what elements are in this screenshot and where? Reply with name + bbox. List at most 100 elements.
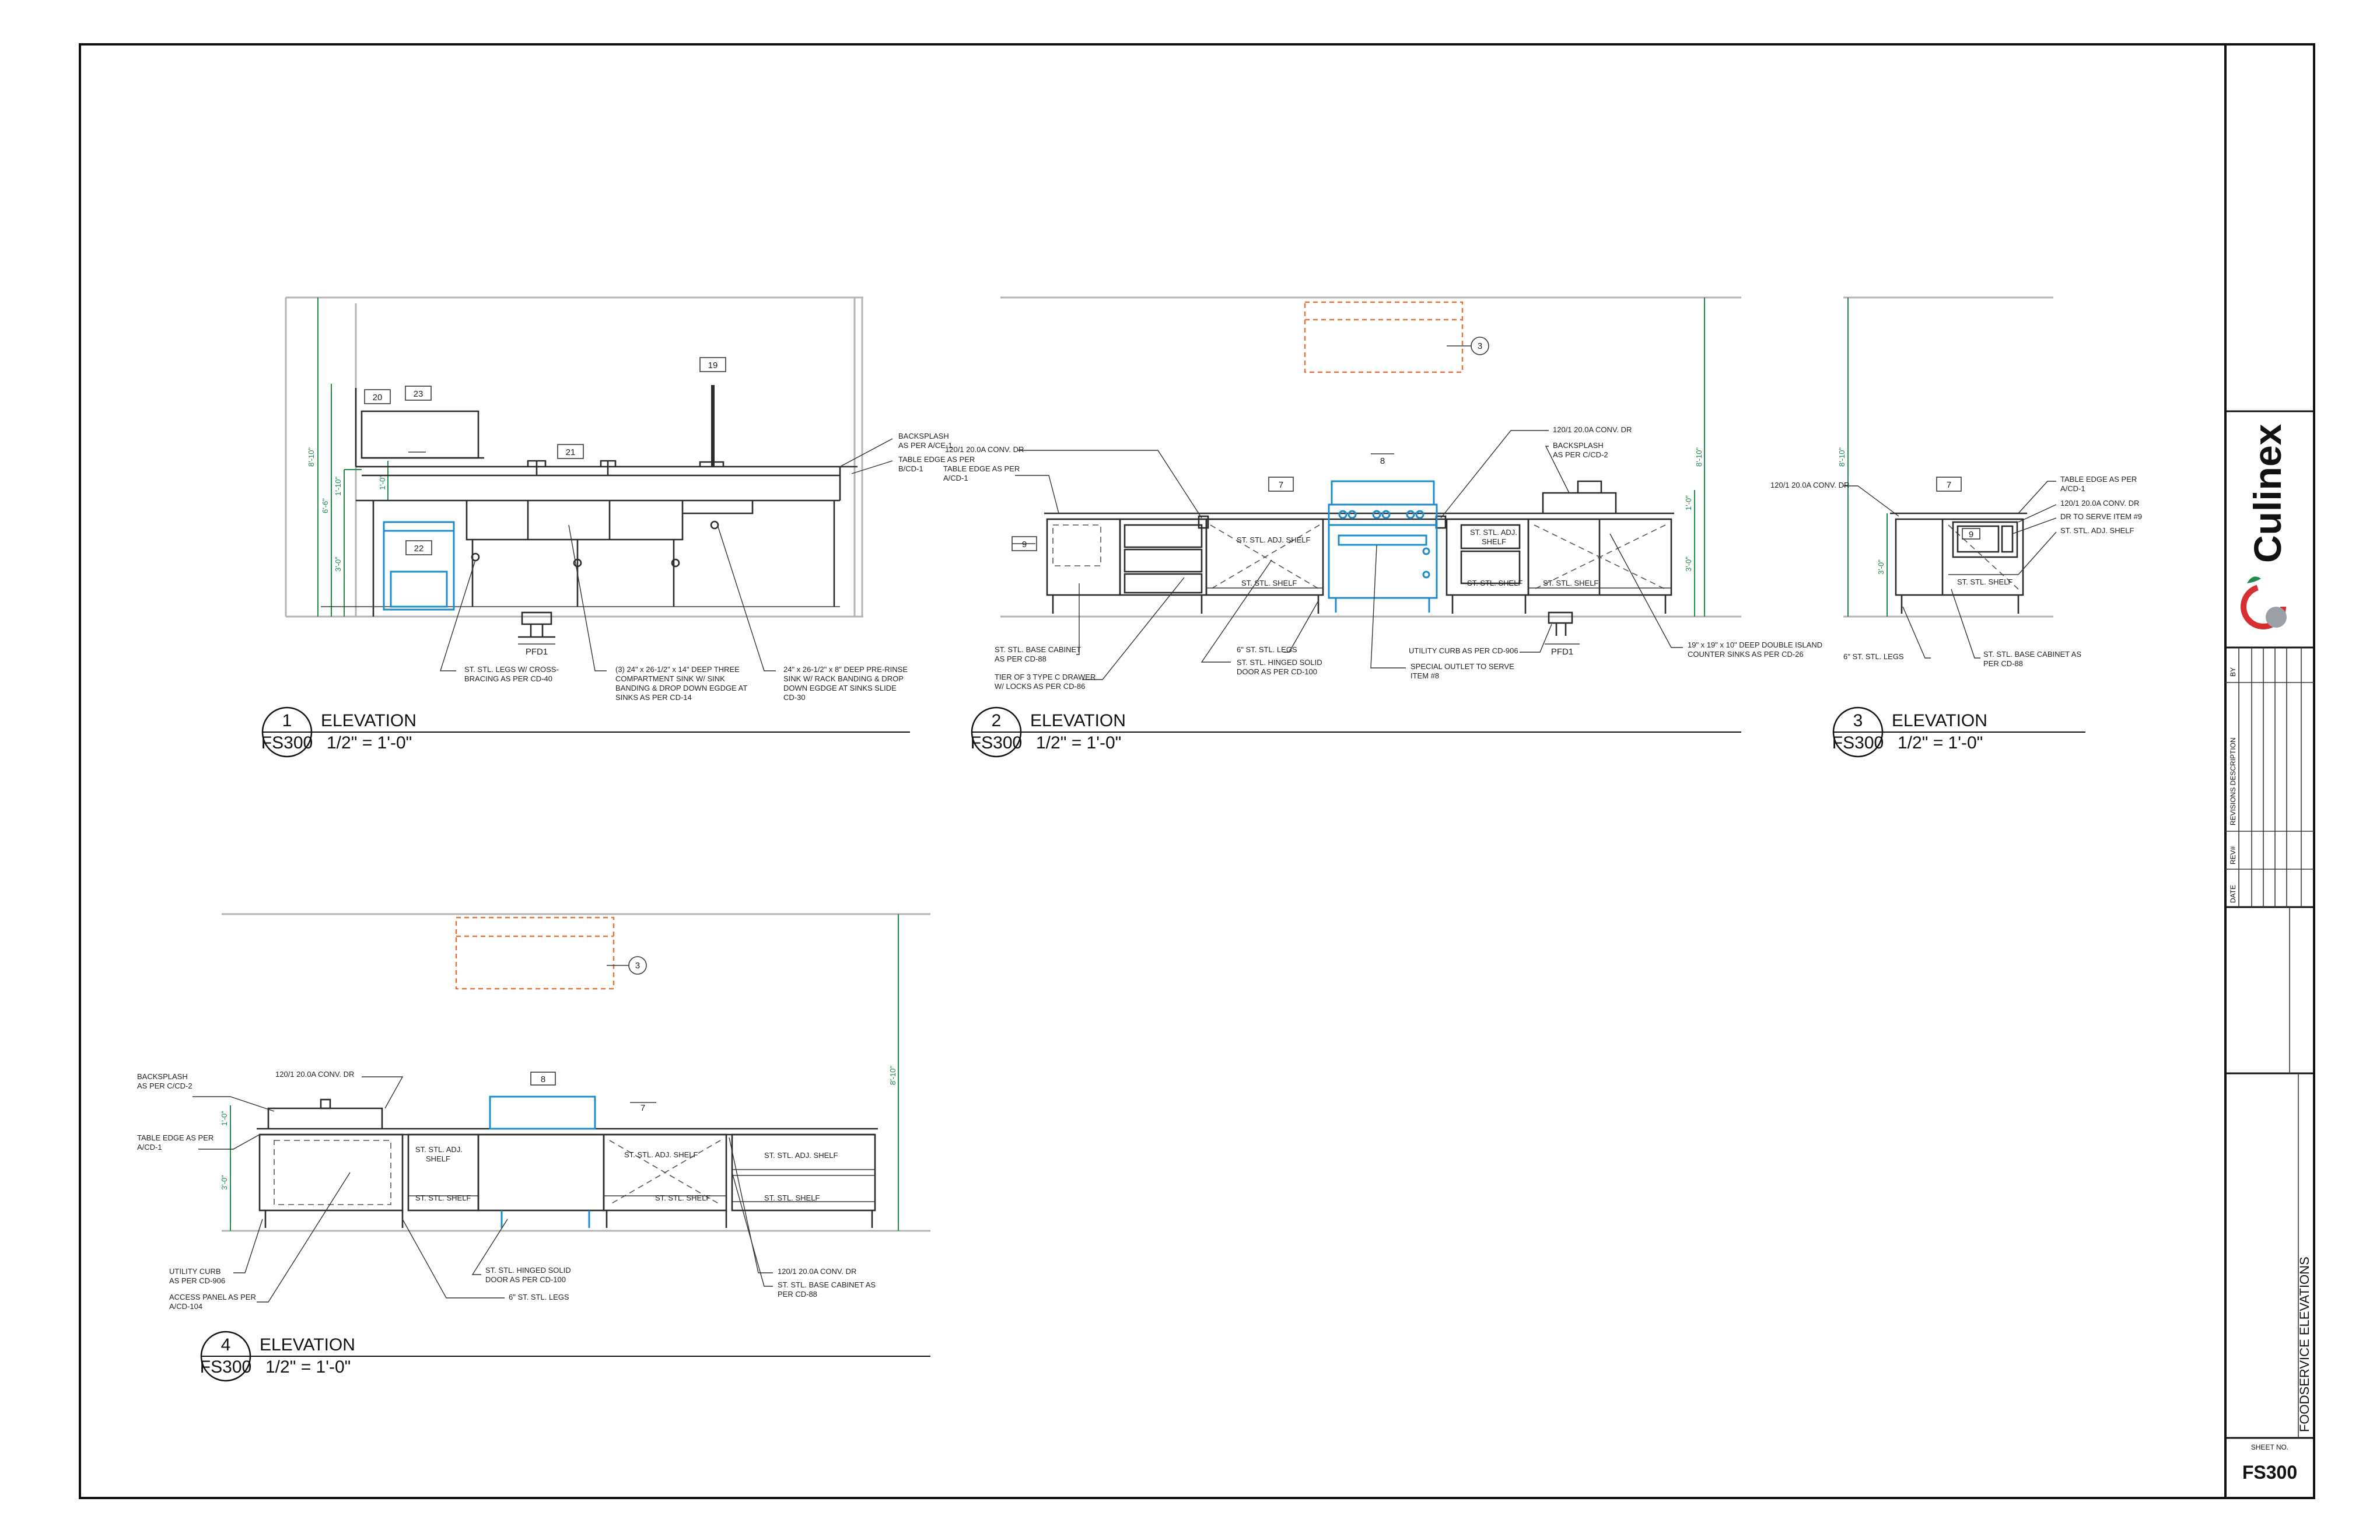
tag-7: 7 [640,1103,645,1113]
svg-text:A/CD-1: A/CD-1 [943,474,968,482]
notes: 120/1 20.0A CONV. DR TABLE EDGE AS PER A… [1770,475,2142,668]
svg-text:1/2" = 1'-0": 1/2" = 1'-0" [1036,733,1121,752]
svg-text:AS PER CD-906: AS PER CD-906 [169,1276,225,1285]
svg-text:ST. STL. SHELF: ST. STL. SHELF [1241,579,1297,587]
tag-23: 23 [414,389,424,399]
exhaust-hood: 3 [455,916,647,990]
svg-text:ST. STL. SHELF: ST. STL. SHELF [1543,579,1598,587]
svg-text:AS PER A/CE-1: AS PER A/CE-1 [898,441,952,450]
svg-text:SINK W/ RACK BANDING & DROP: SINK W/ RACK BANDING & DROP [783,674,904,683]
svg-text:BACKSPLASH: BACKSPLASH [137,1072,188,1081]
tag-7: 7 [1279,480,1283,490]
svg-text:ST. STL. ADJ. SHELF: ST. STL. ADJ. SHELF [764,1151,838,1160]
elevation-sheet: FS300 [261,733,313,752]
svg-text:COMPARTMENT SINK W/ SINK: COMPARTMENT SINK W/ SINK [615,674,725,683]
svg-text:ELEVATION: ELEVATION [1030,711,1126,730]
svg-text:FS300: FS300 [971,733,1022,752]
tag-9: 9 [1969,530,1973,540]
dim-overall-height: 8'-10" [307,447,316,467]
svg-text:8'-10": 8'-10" [1695,447,1703,467]
svg-text:120/1 20.0A CONV. DR: 120/1 20.0A CONV. DR [275,1070,354,1079]
svg-text:TABLE EDGE AS PER: TABLE EDGE AS PER [2060,475,2137,484]
notes: BACKSPLASH AS PER A/CE-1 TABLE EDGE AS P… [440,432,975,702]
floor-drain-label: PFD1 [526,647,548,657]
dimension-lines: 8'-10" 6'-6" 1'-10" 1'-0" 3'-0" [307,298,388,617]
notes: 120/1 20.0A CONV. DR TABLE EDGE AS PER A… [943,425,1822,691]
culinex-logo: Culinex [2241,424,2289,629]
elevation-1: 8'-10" 6'-6" 1'-10" 1'-0" 3'-0" [261,296,975,758]
elevation-4-title: 4 FS300 ELEVATION 1/2" = 1'-0" [200,1331,930,1382]
svg-text:120/1 20.0A CONV. DR: 120/1 20.0A CONV. DR [945,445,1024,454]
tag-3: 3 [635,961,640,971]
elevation-number: 1 [282,711,292,730]
rev-date-header: DATE [2229,885,2237,903]
svg-text:TABLE EDGE AS PER: TABLE EDGE AS PER [898,455,975,464]
elevation-4: 3 8'-10" 1'-0" 3'-0" [137,913,930,1382]
svg-text:TIER OF 3 TYPE C DRAWER: TIER OF 3 TYPE C DRAWER [995,673,1096,681]
equipment-tags: 9 7 8 [1012,453,1394,551]
svg-text:ST. STL. ADJ.: ST. STL. ADJ. [415,1145,463,1154]
elevation-scale: 1/2" = 1'-0" [327,733,412,752]
svg-text:W/ LOCKS AS PER CD-86: W/ LOCKS AS PER CD-86 [995,682,1085,691]
dishtable [321,385,858,617]
svg-text:ELEVATION: ELEVATION [260,1335,355,1354]
floor-drain: PFD1 [518,611,555,657]
svg-text:ST. STL. HINGED SOLID: ST. STL. HINGED SOLID [1237,658,1322,667]
dimension-lines: 8'-10" 3'-0" [1838,298,1888,617]
svg-text:8'-10": 8'-10" [888,1065,897,1085]
svg-text:24" x 26-1/2" x 8" DEEP PRE-RI: 24" x 26-1/2" x 8" DEEP PRE-RINSE [783,665,908,674]
svg-text:ST. STL. SHELF: ST. STL. SHELF [1957,578,2013,586]
notes: BACKSPLASH AS PER C/CD-2 120/1 20.0A CON… [137,1070,876,1311]
svg-text:120/1 20.0A CONV. DR: 120/1 20.0A CONV. DR [778,1267,856,1276]
svg-text:ST. STL. SHELF: ST. STL. SHELF [415,1194,471,1202]
svg-text:ST. STL. HINGED SOLID: ST. STL. HINGED SOLID [485,1266,571,1275]
elevation-title: ELEVATION [321,711,416,730]
tag-7: 7 [1947,480,1951,490]
brand-name: Culinex [2246,424,2289,563]
svg-text:ITEM #8: ITEM #8 [1410,671,1439,680]
svg-text:6" ST. STL. LEGS: 6" ST. STL. LEGS [1237,645,1297,654]
svg-text:SINKS AS PER CD-14: SINKS AS PER CD-14 [615,693,692,702]
svg-text:DOOR AS PER CD-100: DOOR AS PER CD-100 [1237,667,1317,676]
svg-text:ST. STL. BASE CABINET AS: ST. STL. BASE CABINET AS [778,1280,876,1289]
title-block: Culinex BY REVISIONS DESCRIPTION REV# DA… [2224,44,2314,1498]
dim-shelf-height: 6'-6" [321,498,330,513]
svg-text:ST. STL. SHELF: ST. STL. SHELF [1467,579,1522,587]
svg-text:UTILITY CURB AS PER CD-906: UTILITY CURB AS PER CD-906 [1409,646,1518,655]
svg-text:4: 4 [221,1335,231,1354]
svg-text:120/1 20.0A CONV. DR: 120/1 20.0A CONV. DR [2060,499,2139,508]
dim-backsplash: 1'-10" [334,476,342,496]
svg-text:ST. STL. BASE CABINET AS: ST. STL. BASE CABINET AS [1983,650,2081,659]
svg-text:PER CD-88: PER CD-88 [1983,659,2023,668]
svg-text:1'-0": 1'-0" [220,1111,229,1126]
counter-cabinet: 7 9 [1890,477,2027,614]
elevation-2: 3 8'-10" 1'-0" 3'-0" [943,296,1822,758]
wall-shelf [355,388,484,467]
svg-text:ST. STL. LEGS W/ CROSS-: ST. STL. LEGS W/ CROSS- [464,665,559,674]
svg-text:1/2" = 1'-0": 1/2" = 1'-0" [1898,733,1983,752]
svg-text:BACKSPLASH: BACKSPLASH [898,432,949,440]
equipment-tags: 20 23 21 19 22 [364,357,726,555]
svg-text:UTILITY CURB: UTILITY CURB [169,1267,221,1276]
tag-20: 20 [373,393,383,402]
svg-text:19" x 19" x 10" DEEP DOUBLE IS: 19" x 19" x 10" DEEP DOUBLE ISLAND [1688,640,1822,649]
svg-text:120/1 20.0A CONV. DR: 120/1 20.0A CONV. DR [1770,481,1849,489]
svg-text:ST. STL. ADJ. SHELF: ST. STL. ADJ. SHELF [1237,536,1310,544]
svg-text:TABLE EDGE AS PER: TABLE EDGE AS PER [137,1133,214,1142]
dim-splash-height: 1'-0" [378,475,387,490]
svg-text:6" ST. STL. LEGS: 6" ST. STL. LEGS [1843,652,1904,661]
svg-text:ST. STL. ADJ. SHELF: ST. STL. ADJ. SHELF [2060,526,2134,535]
svg-text:FS300: FS300 [1832,733,1884,752]
svg-text:6" ST. STL. LEGS: 6" ST. STL. LEGS [509,1293,569,1301]
range-oven [1328,480,1438,612]
svg-text:120/1 20.0A CONV. DR: 120/1 20.0A CONV. DR [1553,425,1632,434]
drawing-title: FOODSERVICE ELEVATIONS [2297,1256,2312,1432]
svg-text:COUNTER SINKS AS PER CD-26: COUNTER SINKS AS PER CD-26 [1688,650,1804,659]
rev-number-header: REV# [2229,846,2237,864]
svg-text:ST. STL. ADJ.: ST. STL. ADJ. [1470,528,1517,537]
revisions-table: BY REVISIONS DESCRIPTION REV# DATE [2225,648,2314,907]
svg-text:ST. STL. BASE CABINET: ST. STL. BASE CABINET [995,645,1081,654]
tag-22: 22 [414,544,424,554]
rev-by-header: BY [2229,667,2237,677]
